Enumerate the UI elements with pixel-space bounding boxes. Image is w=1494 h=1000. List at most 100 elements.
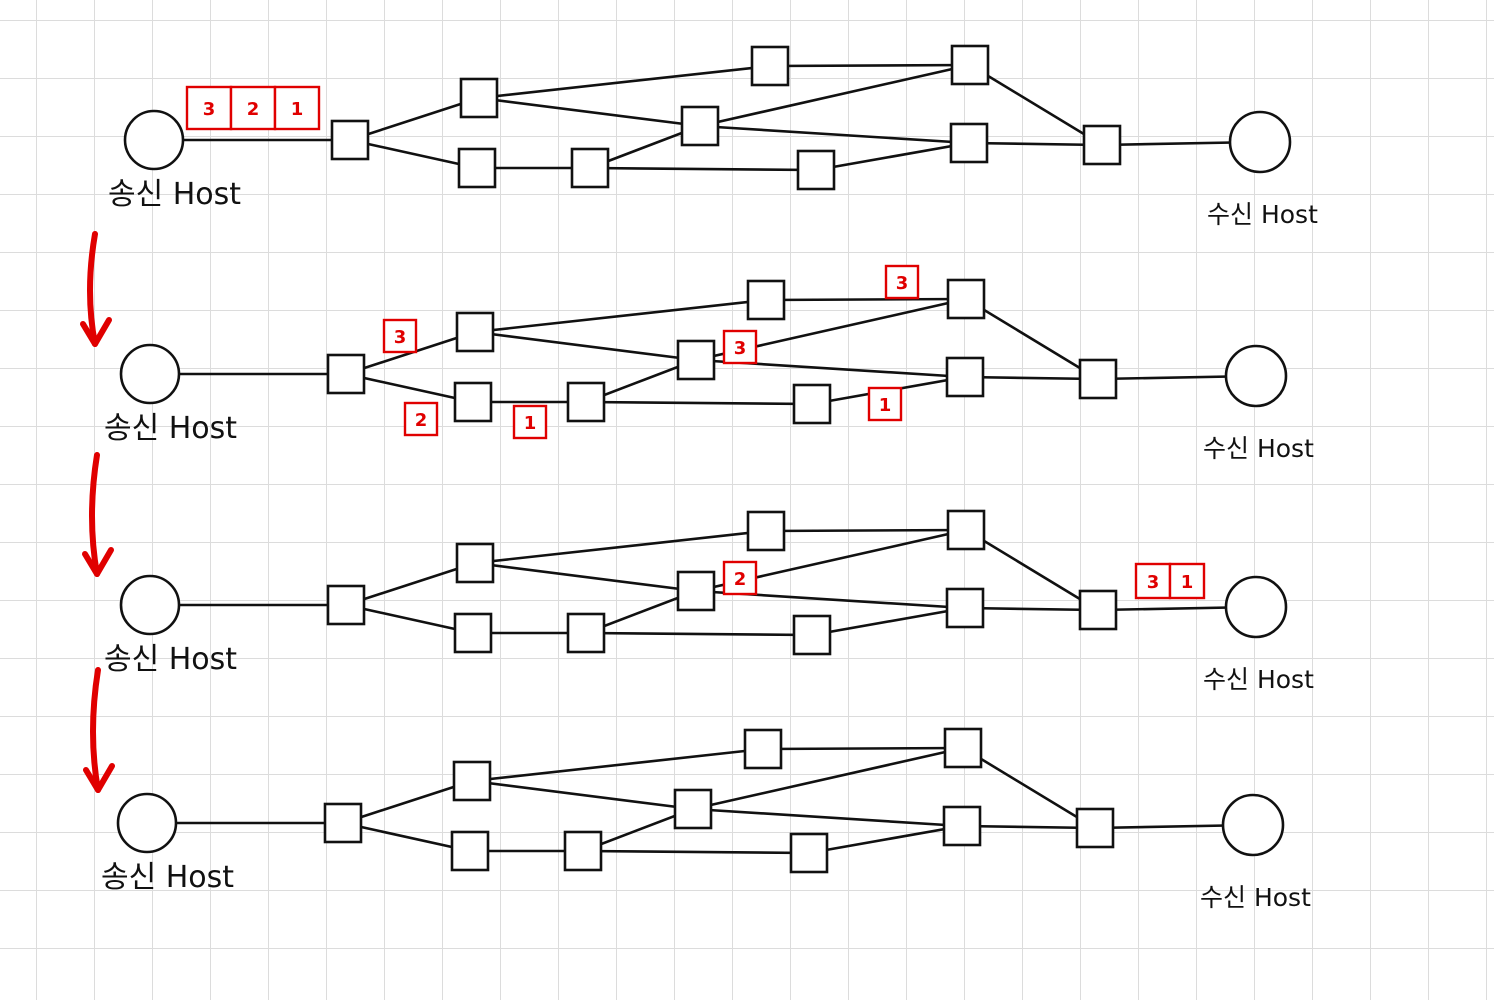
network-link xyxy=(961,746,1097,830)
router-node xyxy=(452,760,492,802)
next-stage-arrow xyxy=(80,231,112,347)
network-link xyxy=(341,779,474,825)
router-node xyxy=(566,381,606,423)
network-link xyxy=(768,63,972,68)
router-node xyxy=(1078,589,1118,631)
packet-number: 1 xyxy=(879,395,892,416)
router-node xyxy=(796,149,836,191)
packet-number: 1 xyxy=(291,99,304,120)
packet-number: 3 xyxy=(1147,572,1160,593)
sender-host-node xyxy=(119,343,181,405)
packet-number: 3 xyxy=(734,338,747,359)
receiver-host-node xyxy=(1224,344,1288,408)
router-node xyxy=(789,832,829,874)
sender-host-label: 송신 Host xyxy=(101,860,234,895)
sender-host-node xyxy=(119,574,181,636)
router-node xyxy=(570,147,610,189)
router-node xyxy=(943,727,983,769)
packet-number: 1 xyxy=(524,413,537,434)
network-link xyxy=(473,529,768,565)
network-link xyxy=(964,528,1100,612)
router-node xyxy=(459,77,499,119)
router-node xyxy=(792,614,832,656)
network-link xyxy=(473,330,698,362)
router-node xyxy=(949,122,989,164)
network-link xyxy=(810,606,967,637)
packet-marker: 3 xyxy=(722,329,758,365)
network-link xyxy=(761,746,965,751)
router-node xyxy=(942,805,982,847)
packet-number: 1 xyxy=(1181,572,1194,593)
network-link xyxy=(588,166,818,172)
network-link xyxy=(807,824,964,855)
router-node xyxy=(326,584,366,626)
network-link xyxy=(477,96,702,128)
router-node xyxy=(792,383,832,425)
packet-marker: 1 xyxy=(867,386,903,422)
network-link xyxy=(348,138,479,170)
receiver-host-label: 수신 Host xyxy=(1200,883,1311,912)
router-node xyxy=(950,44,990,86)
packet-number: 3 xyxy=(203,99,216,120)
sender-host-label: 송신 Host xyxy=(104,642,237,677)
router-node xyxy=(323,802,363,844)
stage-arrows xyxy=(80,231,115,793)
network-link xyxy=(344,372,475,404)
network-link xyxy=(584,400,814,406)
packet-marker: 3 xyxy=(382,318,418,354)
router-node xyxy=(1078,358,1118,400)
network-link xyxy=(814,141,971,172)
network-link xyxy=(344,561,477,607)
network-link xyxy=(691,807,964,828)
network-link xyxy=(960,824,1097,830)
router-node xyxy=(743,728,783,770)
sender-host-node xyxy=(116,792,178,854)
packet-number: 3 xyxy=(394,327,407,348)
packet-marker: 2 xyxy=(403,401,439,437)
network-stage: 송신 Host 수신 Host xyxy=(101,727,1311,912)
network-link xyxy=(764,297,968,302)
router-node xyxy=(945,587,985,629)
router-node xyxy=(676,339,716,381)
next-stage-arrow xyxy=(82,452,114,577)
receiver-host-node xyxy=(1228,110,1292,174)
router-node xyxy=(455,542,495,584)
router-node xyxy=(453,612,493,654)
sender-host-node xyxy=(123,109,185,171)
network-link xyxy=(968,63,1104,147)
network-link xyxy=(473,298,768,334)
network-link xyxy=(341,821,472,853)
router-node xyxy=(945,356,985,398)
next-stage-arrow xyxy=(83,667,115,793)
router-node xyxy=(680,105,720,147)
network-link xyxy=(963,606,1100,612)
receiver-host-label: 수신 Host xyxy=(1203,665,1314,694)
router-node xyxy=(673,788,713,830)
receiver-host-node xyxy=(1221,793,1285,857)
network-link xyxy=(470,747,765,783)
packet-number: 3 xyxy=(896,273,909,294)
router-node xyxy=(1082,124,1122,166)
router-node xyxy=(746,510,786,552)
packet-marker: 1 xyxy=(512,404,548,440)
packet-marker: 2 xyxy=(722,560,758,596)
packet-number: 2 xyxy=(415,410,428,431)
network-link xyxy=(764,528,968,533)
sender-host-label: 송신 Host xyxy=(108,177,241,212)
router-node xyxy=(1075,807,1115,849)
network-link xyxy=(967,141,1104,147)
network-link xyxy=(344,603,475,635)
network-link xyxy=(698,63,972,128)
network-link xyxy=(470,779,695,811)
network-link xyxy=(477,64,772,100)
router-node xyxy=(746,279,786,321)
router-node xyxy=(453,381,493,423)
network-link xyxy=(963,375,1100,381)
network-link xyxy=(348,96,481,142)
